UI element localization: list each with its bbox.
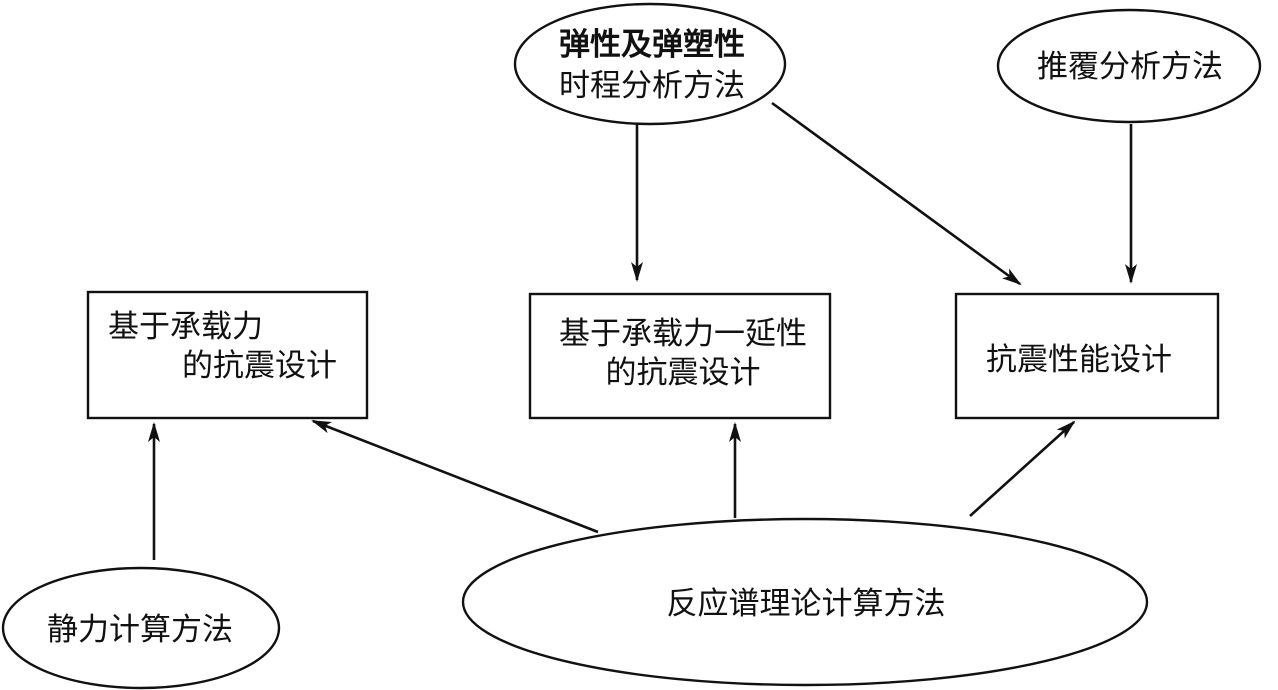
node-static-method: 静力计算方法 bbox=[1, 566, 281, 690]
arrow-spectrum-to-performance-design bbox=[969, 420, 1076, 517]
node-performance-design-shape bbox=[954, 292, 1220, 420]
arrow-spectrum-to-capacity-design bbox=[311, 419, 599, 534]
node-elastic-time-history-shape bbox=[513, 2, 787, 126]
node-capacity-ductility-design-line1: 基于承载力一延性 bbox=[559, 316, 807, 352]
node-capacity-design: 基于承载力 的抗震设计 bbox=[86, 290, 369, 420]
node-pushover-label: 推覆分析方法 bbox=[1037, 49, 1223, 85]
node-capacity-ductility-design-line2: 的抗震设计 bbox=[606, 355, 761, 391]
node-capacity-ductility-design-shape bbox=[528, 292, 832, 420]
node-performance-design: 抗震性能设计 bbox=[954, 292, 1220, 420]
node-capacity-design-shape bbox=[86, 290, 369, 420]
node-capacity-ductility-design: 基于承载力一延性 的抗震设计 bbox=[528, 292, 832, 420]
node-capacity-design-line2: 的抗震设计 bbox=[182, 348, 337, 384]
node-static-method-shape bbox=[1, 566, 281, 690]
node-elastic-time-history-line2: 时程分析方法 bbox=[559, 68, 745, 104]
node-response-spectrum: 反应谱理论计算方法 bbox=[461, 517, 1149, 687]
arrow-time-history-to-performance-design bbox=[771, 101, 1022, 286]
node-pushover-shape bbox=[996, 8, 1262, 124]
node-performance-design-label: 抗震性能设计 bbox=[986, 342, 1172, 378]
node-response-spectrum-label: 反应谱理论计算方法 bbox=[667, 586, 946, 622]
node-elastic-time-history: 弹性及弹塑性 时程分析方法 bbox=[513, 2, 787, 126]
node-response-spectrum-shape bbox=[461, 517, 1149, 687]
node-elastic-time-history-line1: 弹性及弹塑性 bbox=[559, 27, 745, 63]
node-pushover: 推覆分析方法 bbox=[996, 8, 1262, 124]
node-static-method-label: 静力计算方法 bbox=[47, 612, 233, 648]
node-capacity-design-line1: 基于承载力 bbox=[108, 309, 263, 345]
